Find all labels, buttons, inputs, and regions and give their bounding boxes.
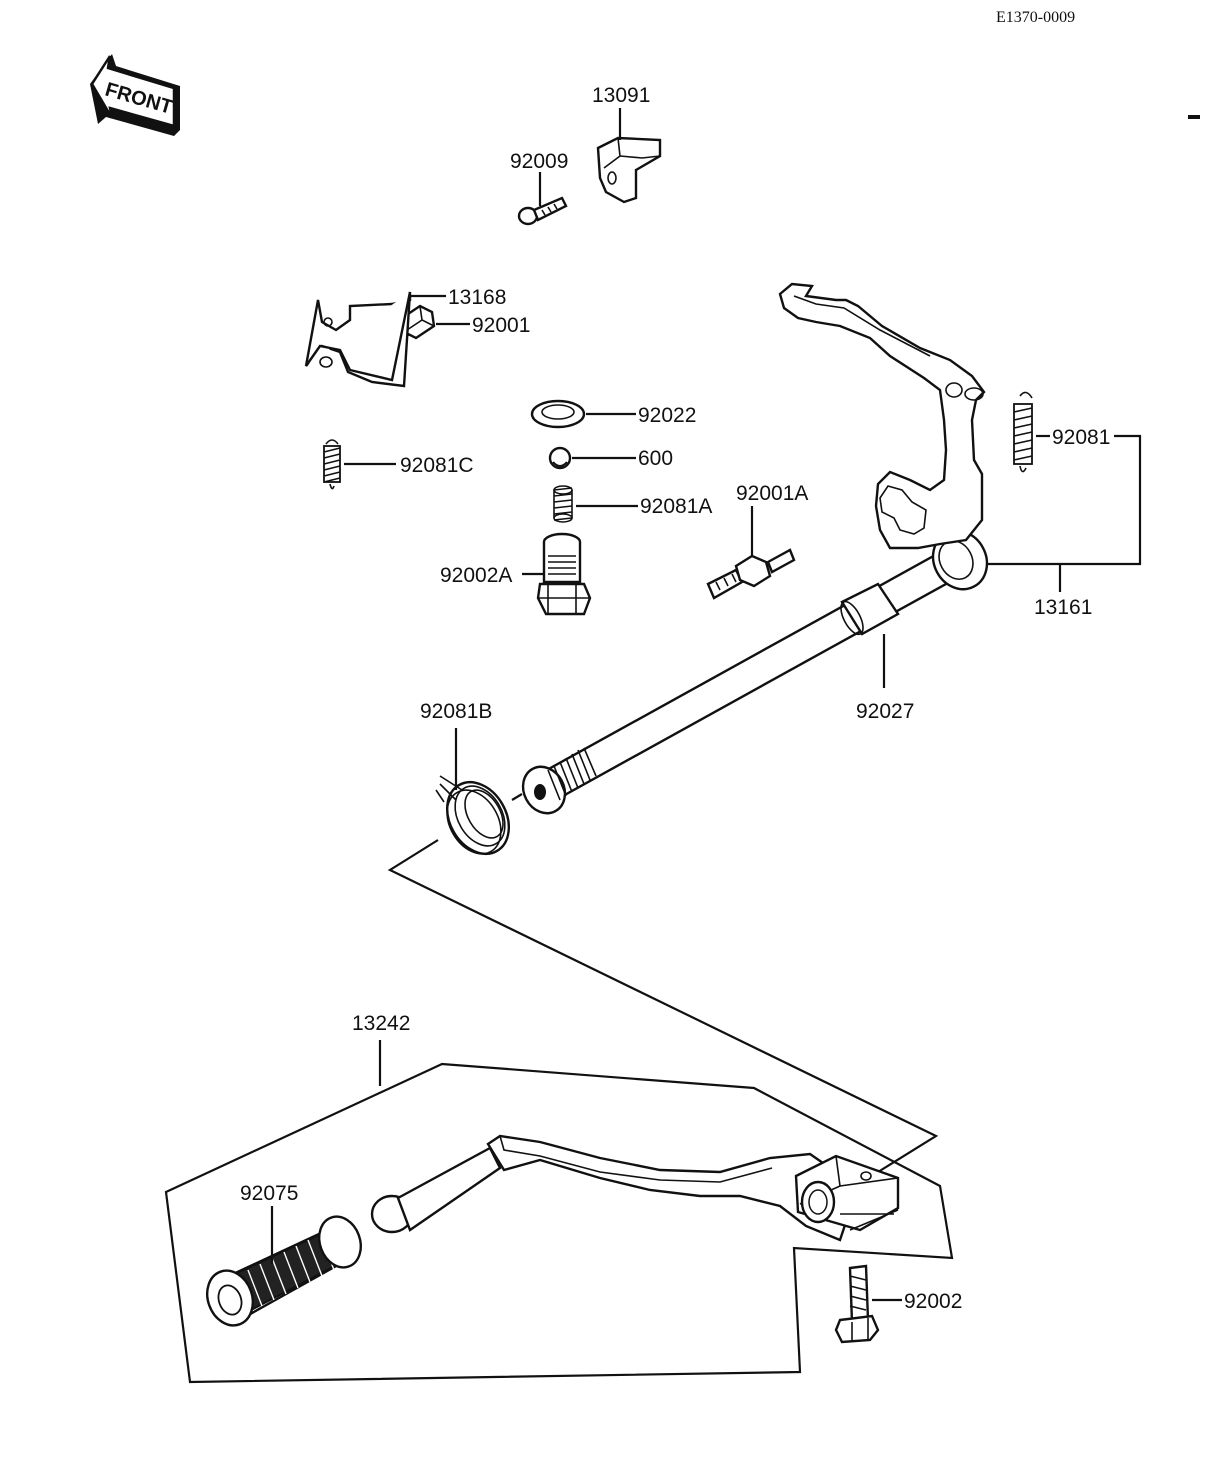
arm-13168 (304, 291, 412, 388)
bracket-13091 (596, 136, 662, 204)
plug-92002A (536, 532, 592, 616)
label-13168: 13168 (448, 286, 506, 309)
label-92081B: 92081B (420, 700, 492, 723)
shift-shaft-13161 (521, 282, 989, 815)
label-13242: 13242 (352, 1012, 410, 1035)
label-92081: 92081 (1052, 426, 1110, 449)
front-arrow-icon: FRONT (90, 54, 180, 136)
label-92001A: 92001A (736, 482, 808, 505)
edge-mark (1188, 115, 1200, 119)
ball-600 (548, 446, 572, 470)
label-13091: 13091 (592, 84, 650, 107)
bolt-92002 (834, 1264, 880, 1344)
spring-92081A (553, 485, 573, 523)
label-92002A: 92002A (440, 564, 512, 587)
label-92075: 92075 (240, 1182, 298, 1205)
diagram-code: E1370-0009 (996, 9, 1075, 26)
spring-92081 (1013, 391, 1033, 473)
washer-92022 (530, 399, 586, 429)
stud-bolt-92001A (706, 548, 796, 600)
label-92081C: 92081C (400, 454, 474, 477)
label-92022: 92022 (638, 404, 696, 427)
pedal-lever (370, 1134, 852, 1242)
label-600: 600 (638, 447, 673, 470)
label-92009: 92009 (510, 150, 568, 173)
return-spring-92081B (435, 775, 511, 855)
label-92081A: 92081A (640, 495, 712, 518)
rubber-92075 (206, 1215, 362, 1327)
pedal-clamp (794, 1154, 900, 1232)
label-13161: 13161 (1034, 596, 1092, 619)
label-92001: 92001 (472, 314, 530, 337)
label-92002: 92002 (904, 1290, 962, 1313)
label-92027: 92027 (856, 700, 914, 723)
spring-92081C (323, 439, 341, 490)
screw-92009 (517, 196, 568, 226)
